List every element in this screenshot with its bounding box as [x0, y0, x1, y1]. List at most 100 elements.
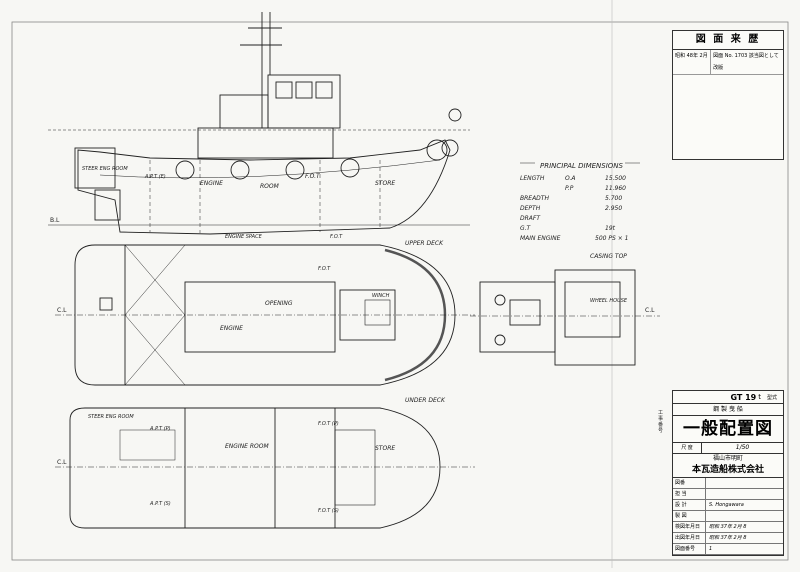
window	[295, 81, 313, 99]
row-value	[706, 489, 783, 499]
fender-tyre	[340, 158, 360, 178]
dim-sub: P.P	[565, 185, 574, 192]
row-label: 出図年月日	[673, 533, 706, 543]
dimensions-table: LENGTH O.A 15.500 P.P 11.960 BREADTH 5.7…	[520, 175, 628, 242]
dim-sub: O.A	[565, 175, 576, 182]
title-block: GT 19 t 型式 鋼 製 曳 船 一般配置図 尺 度 1/50 福山市明町 …	[672, 390, 784, 556]
row-value: 昭和 37年 2月 8	[709, 535, 747, 541]
side-label: 工事番号	[658, 410, 664, 434]
profile-label-store: STORE	[375, 180, 395, 187]
dim-label: LENGTH	[520, 175, 545, 182]
cross-brace	[124, 314, 186, 386]
dim-label: MAIN ENGINE	[520, 235, 561, 242]
under-label-apt-s: A.P.T (S)	[149, 501, 171, 507]
scale-label: 尺 度	[673, 443, 702, 453]
profile-label-apt: A.P.T (E)	[144, 174, 166, 180]
wheel-house-top	[554, 269, 636, 366]
under-label-store: STORE	[375, 445, 395, 452]
sheet-border	[11, 21, 789, 561]
under-cl-label: C.L	[57, 459, 67, 466]
rudder	[94, 189, 121, 221]
upper-deck-outline	[74, 244, 456, 386]
scale-value: 1/50	[735, 444, 750, 451]
under-label-fot-p: F.O.T (P)	[318, 421, 339, 427]
store-box	[334, 429, 376, 506]
profile-label-room: ROOM	[260, 183, 280, 190]
deckhouse	[197, 127, 334, 159]
row-label: 設 計	[673, 500, 706, 510]
tank-box	[119, 429, 176, 461]
dim-value: 19t	[605, 225, 616, 232]
dim-label: G.T	[520, 225, 532, 232]
window	[315, 81, 333, 99]
drawing-title: 一般配置図	[673, 416, 783, 443]
profile-label-fot: F.O.T	[305, 173, 321, 180]
ship-type: 鋼 製 曳 船	[673, 404, 783, 416]
upper-label-engine: ENGINE	[220, 325, 243, 332]
row-label: 製 図	[673, 511, 706, 521]
under-deck-title: UNDER DECK	[405, 397, 446, 404]
upper-label-opening: OPENING	[265, 300, 293, 307]
ship-no-label: 型式	[766, 394, 777, 401]
upper-deck-title: UPPER DECK	[405, 240, 444, 247]
casing-cl-label: C.L	[645, 307, 655, 314]
dim-value: 15.500	[605, 175, 626, 182]
wheelhouse	[267, 74, 341, 129]
dim-value: 11.960	[605, 185, 626, 192]
under-label-engine-room: ENGINE ROOM	[225, 443, 269, 450]
ship-no: GT 19	[730, 392, 757, 402]
dim-value: 5.700	[605, 195, 622, 202]
vent-icon	[494, 334, 506, 346]
title-block-row: 検図年月日昭和 37年 2月 8	[673, 522, 783, 533]
ship-no-suffix: t	[758, 393, 761, 401]
baseline-label: B.L	[50, 217, 60, 224]
revision-block: 図 面 来 歴 昭和 48年 2月 図面 No. 1703 該当図として改版	[672, 30, 784, 160]
vent-icon	[494, 294, 506, 306]
row-value: S. Hongawara	[709, 502, 744, 508]
mast-light	[448, 108, 462, 122]
profile-label-steer: STEER ENG ROOM	[82, 166, 128, 172]
ship-no-row: GT 19 t 型式	[673, 391, 783, 404]
revision-row: 昭和 48年 2月 図面 No. 1703 該当図として改版	[673, 50, 783, 75]
wheel-house-label: WHEEL HOUSE	[590, 298, 628, 304]
row-value	[706, 478, 783, 488]
hatch	[509, 299, 541, 326]
fender-tyre	[175, 160, 195, 180]
winch-area	[339, 289, 396, 341]
upper-cl-label: C.L	[57, 307, 67, 314]
dim-value: 500 PS × 1	[595, 235, 628, 242]
casing-outline	[479, 281, 556, 353]
window	[275, 81, 293, 99]
row-value: 1	[709, 546, 713, 552]
cross-brace	[124, 244, 186, 316]
dimensions-title: PRINCIPAL DIMENSIONS	[540, 162, 624, 170]
casing-top-plan	[479, 269, 636, 366]
revision-note: 図面 No. 1703 該当図として改版	[713, 53, 779, 71]
under-label-steer: STEER ENG ROOM	[88, 414, 134, 420]
fender-tyre	[285, 160, 305, 180]
bollard	[99, 297, 113, 311]
casing-top-title: CASING TOP	[590, 253, 627, 260]
title-block-row: 図番	[673, 478, 783, 489]
revision-date: 昭和 48年 2月	[673, 50, 712, 74]
location: 福山市明町	[712, 455, 743, 462]
winch	[364, 299, 391, 326]
company: 本瓦造船株式会社	[673, 464, 783, 478]
row-value: 昭和 37年 2月 8	[709, 524, 747, 530]
title-block-row: 出図年月日昭和 37年 2月 8	[673, 533, 783, 544]
scale-row: 尺 度 1/50	[673, 443, 783, 454]
under-label-fot-s: F.O.T (S)	[318, 508, 339, 514]
revision-header: 図 面 来 歴	[673, 31, 783, 50]
sheer-line	[99, 159, 441, 179]
bow-fender	[441, 139, 459, 157]
under-deck-outline	[69, 407, 441, 529]
row-label: 担 当	[673, 489, 706, 499]
engine-casing	[184, 281, 336, 353]
title-block-row: 製 図	[673, 511, 783, 522]
profile-label-fot-2: F.O.T	[330, 234, 343, 240]
wheel-house-inner	[564, 281, 621, 338]
